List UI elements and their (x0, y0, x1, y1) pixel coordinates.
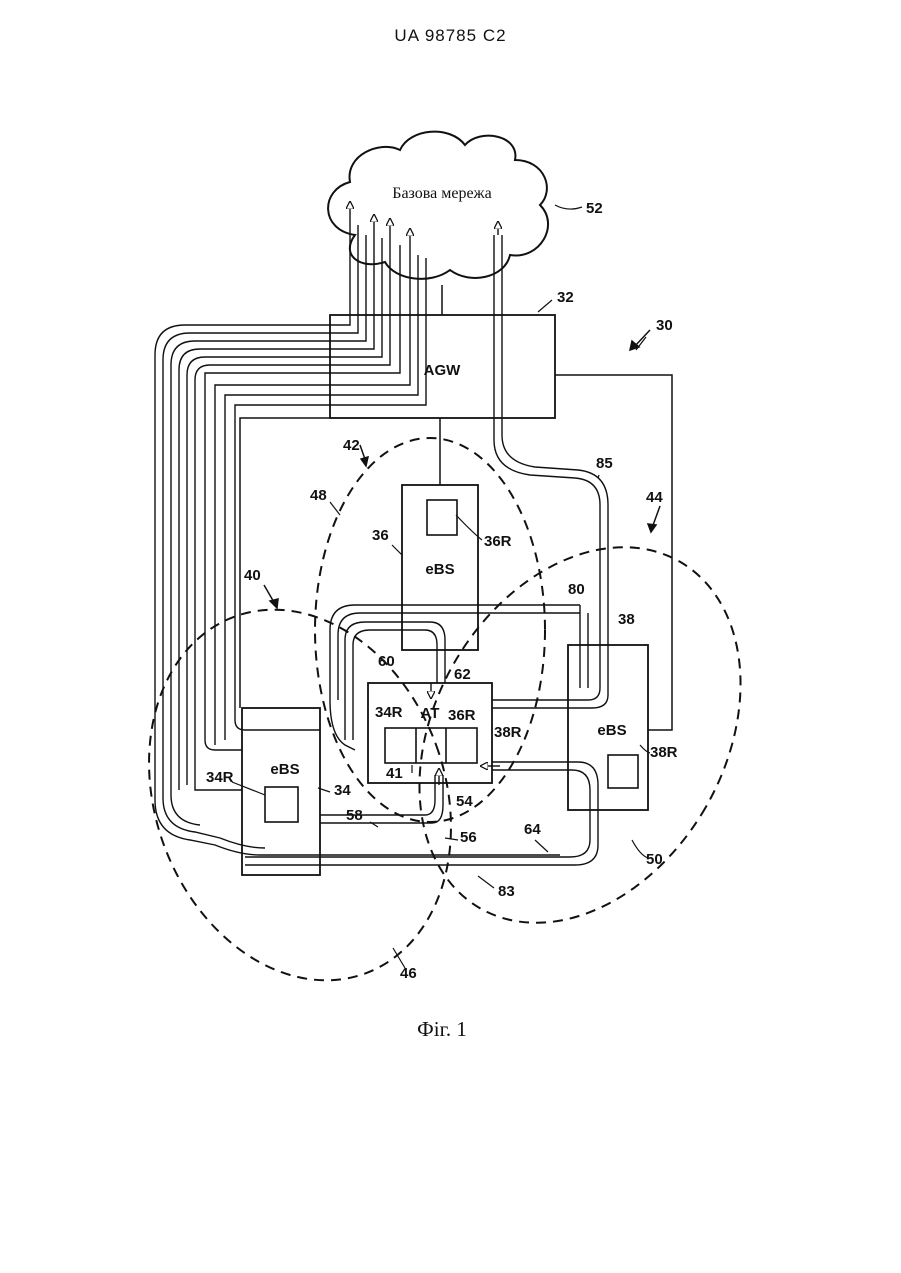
ref-32: 32 (557, 289, 574, 306)
ref-34r-at: 34R (375, 704, 403, 721)
ref-34: 34 (334, 782, 351, 799)
ref-44: 44 (646, 489, 663, 506)
ref-34r: 34R (206, 769, 234, 786)
ebs-38-label: eBS (597, 722, 626, 739)
ref-83: 83 (498, 883, 515, 900)
ref-56: 56 (460, 829, 477, 846)
ebs-34-label: eBS (270, 761, 299, 778)
receiver-38r (608, 755, 638, 788)
agw-label: AGW (424, 362, 462, 379)
ref-40: 40 (244, 567, 261, 584)
ref-36r: 36R (484, 533, 512, 550)
ref-38r-at: 38R (494, 724, 522, 741)
ref-30: 30 (656, 317, 673, 334)
tunnel-85 (492, 235, 608, 708)
ref-50: 50 (646, 851, 663, 868)
core-network-cloud (328, 132, 548, 279)
ref-38: 38 (618, 611, 635, 628)
ref-64: 64 (524, 821, 541, 838)
ref-85: 85 (596, 455, 613, 472)
ref-36: 36 (372, 527, 389, 544)
ref-54: 54 (456, 793, 473, 810)
ref-36r-at: 36R (448, 707, 476, 724)
ebs-36-label: eBS (425, 561, 454, 578)
figure-caption: Фіг. 1 (417, 1017, 467, 1041)
ref-48: 48 (310, 487, 327, 504)
ref-62: 62 (454, 666, 471, 683)
ref-38r: 38R (650, 744, 678, 761)
receiver-36r (427, 500, 457, 535)
core-network-label: Базова мережа (392, 185, 491, 202)
ref-42: 42 (343, 437, 360, 454)
ref-46: 46 (400, 965, 417, 982)
ref-41: 41 (386, 765, 403, 782)
ref-52: 52 (586, 200, 603, 217)
ref-60: 60 (378, 653, 395, 670)
ref-58: 58 (346, 807, 363, 824)
ref-80: 80 (568, 581, 585, 598)
receiver-34r (265, 787, 298, 822)
